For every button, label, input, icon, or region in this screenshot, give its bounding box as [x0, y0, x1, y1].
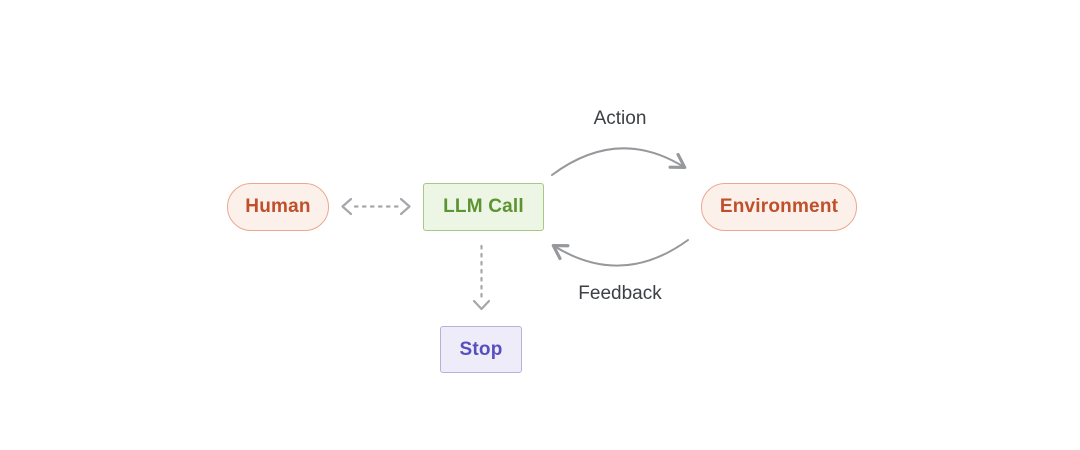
node-llm-call-label: LLM Call [443, 196, 524, 217]
node-stop: Stop [440, 326, 522, 373]
node-environment-label: Environment [719, 196, 839, 217]
llm-stop-dashed-arrow [472, 244, 491, 311]
node-human: Human [227, 183, 329, 231]
feedback-arrow [551, 239, 689, 267]
action-arrow [551, 147, 687, 176]
human-llm-dashed-arrow [341, 197, 411, 216]
node-human-label: Human [245, 196, 311, 217]
node-llm-call: LLM Call [423, 183, 544, 231]
feedback-edge-label: Feedback [578, 283, 662, 304]
node-environment: Environment [701, 183, 857, 231]
action-edge-label: Action [593, 108, 647, 129]
node-stop-label: Stop [459, 338, 503, 360]
